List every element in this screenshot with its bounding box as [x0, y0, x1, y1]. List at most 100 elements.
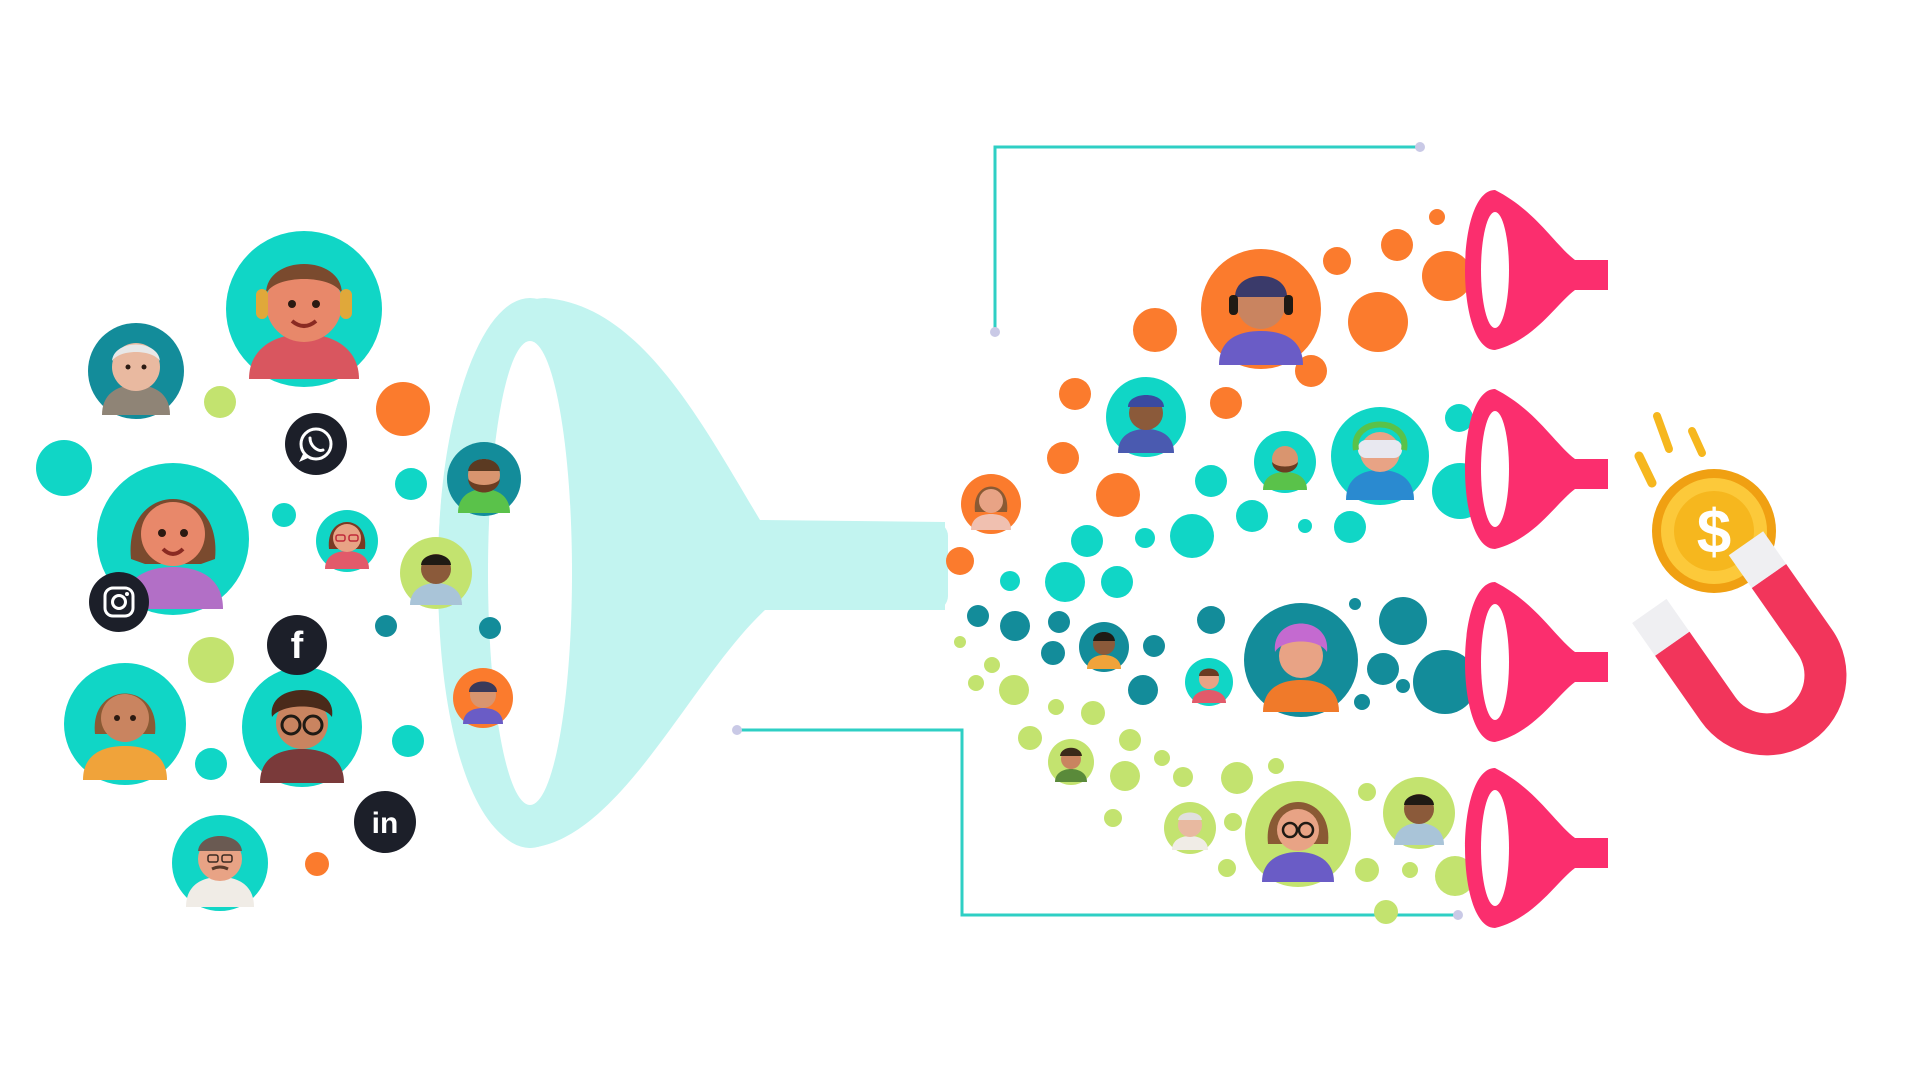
avatar — [242, 667, 362, 787]
dot — [195, 748, 227, 780]
dot — [1135, 528, 1155, 548]
dot — [1045, 562, 1085, 602]
facebook-icon: f — [267, 615, 327, 675]
pink-funnels — [1465, 190, 1608, 928]
dot — [1119, 729, 1141, 751]
dot — [1355, 858, 1379, 882]
dot — [188, 637, 234, 683]
dot — [1048, 699, 1064, 715]
dot — [1381, 229, 1413, 261]
connector-node — [990, 327, 1000, 337]
dot — [392, 725, 424, 757]
main-funnel — [438, 298, 948, 848]
dot — [1218, 859, 1236, 877]
dot — [1349, 598, 1361, 610]
dot — [1435, 856, 1475, 896]
avatar — [1245, 781, 1351, 887]
dot — [1422, 251, 1472, 301]
dot — [946, 547, 974, 575]
avatars-left — [64, 231, 521, 911]
avatar — [226, 231, 382, 387]
dot — [1047, 442, 1079, 474]
dot — [1358, 783, 1376, 801]
dot — [1367, 653, 1399, 685]
avatar — [64, 663, 186, 785]
dot — [1154, 750, 1170, 766]
avatar — [1185, 658, 1233, 706]
avatar — [1254, 431, 1316, 493]
avatar — [1201, 249, 1321, 369]
magnet-icon — [1632, 531, 1847, 756]
dot — [1197, 606, 1225, 634]
dot — [1221, 762, 1253, 794]
avatars-right — [961, 249, 1455, 887]
main-funnel-spout — [920, 522, 948, 610]
pink-funnel — [1465, 389, 1608, 549]
avatar — [316, 510, 378, 572]
avatar — [400, 537, 472, 609]
dot — [1041, 641, 1065, 665]
avatar — [88, 323, 184, 419]
whatsapp-icon — [285, 413, 347, 475]
linkedin-icon: in — [354, 791, 416, 853]
dot — [1143, 635, 1165, 657]
dot — [36, 440, 92, 496]
dot — [376, 382, 430, 436]
dot — [967, 605, 989, 627]
main-funnel-inner — [488, 341, 572, 805]
avatar — [1079, 622, 1129, 672]
dot — [1071, 525, 1103, 557]
dots-right — [946, 209, 1488, 924]
dot — [1110, 761, 1140, 791]
connector-line-bottom — [737, 728, 1458, 917]
dot — [1081, 701, 1105, 725]
dot — [999, 675, 1029, 705]
dot — [1354, 694, 1370, 710]
connector-node — [1453, 910, 1463, 920]
linkedin-glyph: in — [372, 807, 399, 840]
avatar — [961, 474, 1021, 534]
avatar — [453, 668, 513, 728]
dot — [1224, 813, 1242, 831]
dot — [1173, 767, 1193, 787]
avatar — [1048, 739, 1094, 785]
avatar — [1383, 777, 1455, 849]
dollar-glyph: $ — [1697, 498, 1731, 567]
avatar — [1244, 603, 1358, 717]
dot — [1128, 675, 1158, 705]
dot — [1295, 355, 1327, 387]
dot — [479, 617, 501, 639]
avatar — [447, 442, 521, 516]
avatar — [1164, 802, 1216, 854]
dot — [968, 675, 984, 691]
pink-funnel — [1465, 768, 1608, 928]
connector-node — [732, 725, 742, 735]
connector-line-top — [993, 145, 1420, 332]
dot — [1101, 566, 1133, 598]
dot — [1323, 247, 1351, 275]
dot — [1445, 404, 1473, 432]
dot — [1195, 465, 1227, 497]
dot — [272, 503, 296, 527]
dot — [1348, 292, 1408, 352]
dot — [1133, 308, 1177, 352]
dot — [395, 468, 427, 500]
dot — [984, 657, 1000, 673]
instagram-icon — [89, 572, 149, 632]
pink-funnel — [1465, 582, 1608, 742]
dot — [1236, 500, 1268, 532]
avatar — [172, 815, 268, 911]
dot — [375, 615, 397, 637]
social-icons: f in — [89, 413, 416, 853]
dot — [1210, 387, 1242, 419]
dot — [1374, 900, 1398, 924]
dot — [1170, 514, 1214, 558]
dot — [1096, 473, 1140, 517]
avatar — [1331, 407, 1429, 505]
dot — [1268, 758, 1284, 774]
connector-lines — [732, 142, 1463, 920]
facebook-glyph: f — [291, 625, 304, 667]
dots-left — [36, 382, 501, 876]
